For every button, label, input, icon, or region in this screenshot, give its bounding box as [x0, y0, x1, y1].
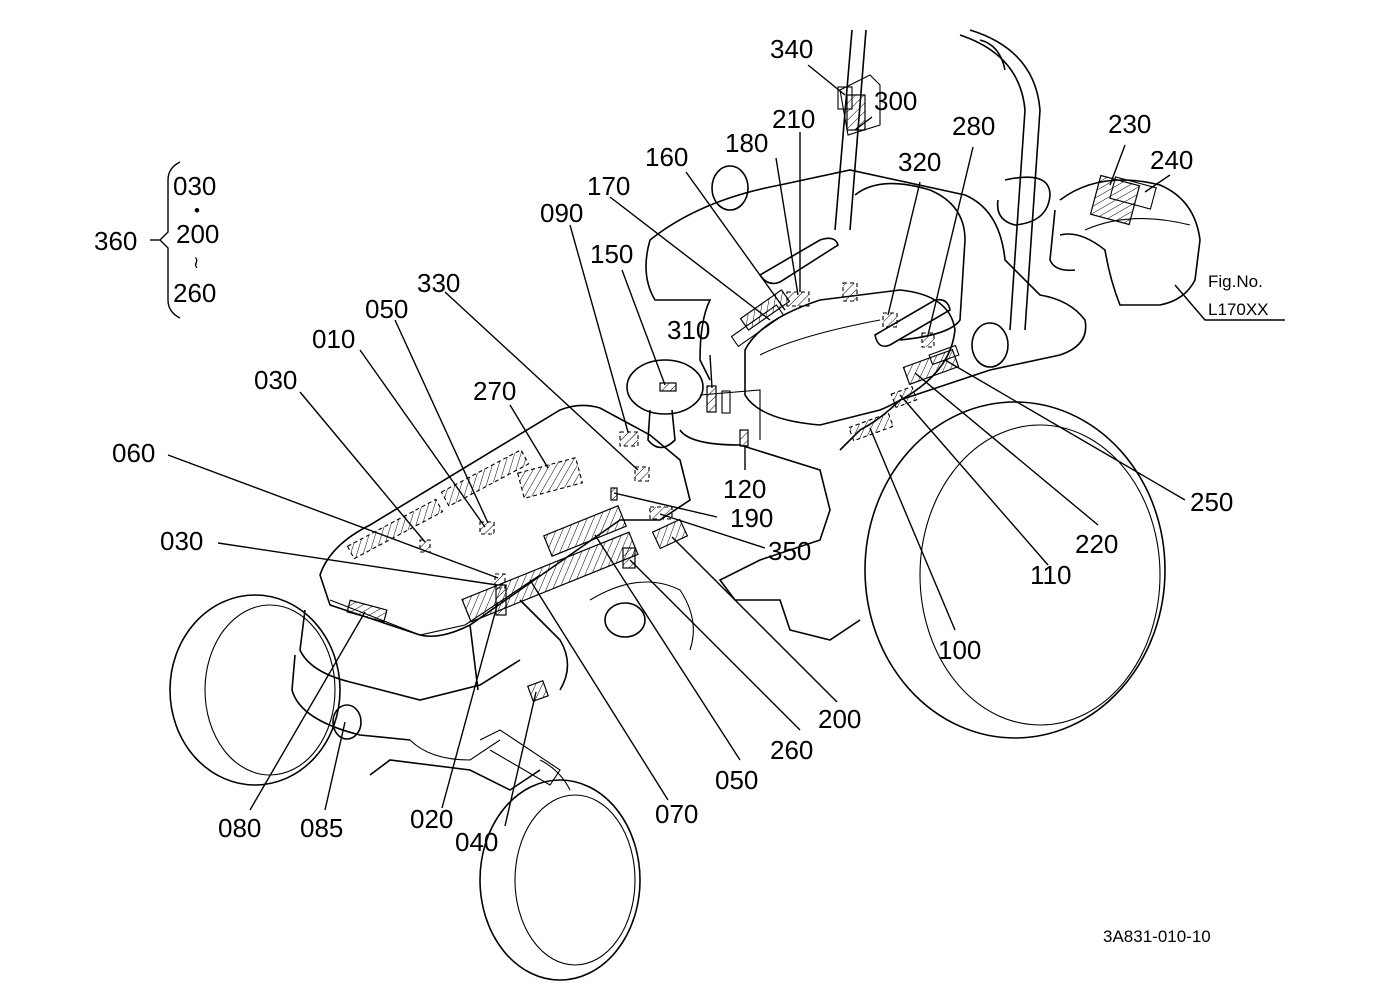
- leader-lines: [167, 64, 1186, 827]
- decal-200: [651, 518, 689, 550]
- part-label-250: 250: [1190, 487, 1233, 517]
- decal-080: [346, 599, 388, 623]
- part-label-330: 330: [417, 268, 460, 298]
- decal-150: [659, 382, 677, 392]
- decal-110: [890, 385, 918, 409]
- part-label-080: 080: [218, 813, 261, 843]
- part-label-320: 320: [898, 147, 941, 177]
- rear-right-wheel: [864, 401, 1166, 739]
- part-label-040: 040: [455, 827, 498, 857]
- decal-side-1: [543, 505, 627, 557]
- part-label-260: 260: [770, 735, 813, 765]
- decal-030a: [419, 539, 431, 553]
- group-item-1: 030: [173, 171, 216, 201]
- part-label-170: 170: [587, 171, 630, 201]
- part-label-020: 020: [410, 804, 453, 834]
- part-labels: 340 300 210 180 160 170 280 320 230 240 …: [112, 34, 1269, 946]
- part-label-210: 210: [772, 104, 815, 134]
- front-right-wheel: [479, 779, 641, 981]
- separator-dot: •: [194, 201, 200, 220]
- part-label-070: 070: [655, 799, 698, 829]
- front-left-wheel: [169, 594, 341, 786]
- part-label-090: 090: [540, 198, 583, 228]
- part-label-280: 280: [952, 111, 995, 141]
- decal-310: [706, 385, 717, 413]
- decal-030b: [494, 573, 506, 589]
- range-symbol: ≀: [193, 253, 199, 272]
- part-label-110: 110: [1030, 560, 1071, 590]
- decal-020: [495, 584, 507, 616]
- part-label-190: 190: [730, 503, 773, 533]
- part-label-340: 340: [770, 34, 813, 64]
- decal-hood-top: [440, 449, 530, 507]
- part-label-160: 160: [645, 142, 688, 172]
- decal-120: [739, 429, 749, 447]
- part-label-240: 240: [1150, 145, 1193, 175]
- decal-320: [882, 312, 898, 328]
- part-label-310: 310: [667, 315, 710, 345]
- group-callout: 360 030 • 200 ≀ 260: [94, 161, 219, 319]
- part-label-100: 100: [938, 635, 981, 665]
- decal-240: [1109, 176, 1157, 210]
- decal-040: [526, 679, 550, 703]
- group-item-3: 260: [173, 278, 216, 308]
- rops-frame: [834, 29, 1051, 331]
- part-label-350: 350: [768, 536, 811, 566]
- part-label-180: 180: [725, 128, 768, 158]
- decal-160: [739, 289, 791, 331]
- part-label-300: 300: [874, 86, 917, 116]
- seat: [744, 182, 966, 426]
- decal-340: [837, 86, 853, 110]
- part-label-230: 230: [1108, 109, 1151, 139]
- part-label-150: 150: [590, 239, 633, 269]
- drawing-code: 3A831-010-10: [1103, 927, 1211, 946]
- steering-wheel: [626, 359, 704, 449]
- part-label-270: 270: [473, 376, 516, 406]
- part-label-030-top: 030: [254, 365, 297, 395]
- part-label-200: 200: [818, 704, 861, 734]
- decal-100: [848, 412, 894, 442]
- fig-number: L170XX: [1208, 300, 1269, 319]
- part-label-085: 085: [300, 813, 343, 843]
- decal-330: [634, 466, 650, 482]
- decal-170: [730, 304, 785, 348]
- group-number: 360: [94, 226, 137, 256]
- part-label-060: 060: [112, 438, 155, 468]
- part-label-030-mid: 030: [160, 526, 203, 556]
- part-label-120: 120: [723, 474, 766, 504]
- group-item-2: 200: [176, 219, 219, 249]
- part-label-220: 220: [1075, 529, 1118, 559]
- decal-260: [622, 547, 636, 569]
- decal-090: [619, 431, 639, 447]
- decal-hood-top-2: [346, 498, 444, 560]
- part-label-050-bottom: 050: [715, 765, 758, 795]
- tractor-drawing: [169, 29, 1285, 981]
- part-label-010: 010: [312, 324, 355, 354]
- decal-280: [921, 332, 935, 348]
- decal-210: [842, 282, 858, 302]
- fig-caption: Fig.No.: [1208, 272, 1263, 291]
- part-label-050-top: 050: [365, 294, 408, 324]
